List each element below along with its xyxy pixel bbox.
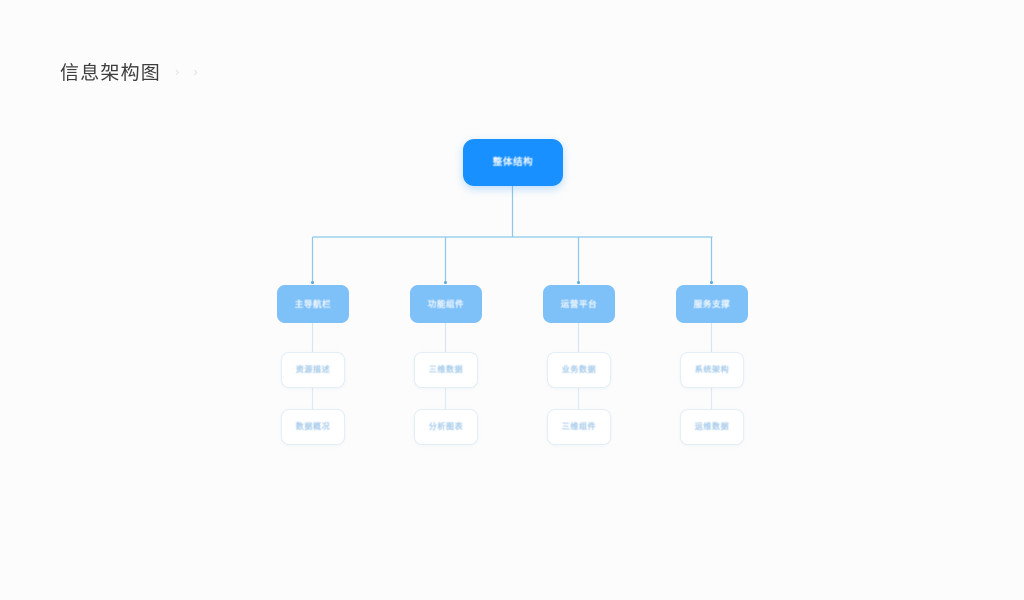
node-branch-4-label: 服务支撑 [693,298,731,309]
breadcrumb-chevron-icon-2: › [193,64,198,79]
breadcrumb-chevron-icon-1: › [175,64,180,79]
node-branch-1-label: 主导航栏 [294,298,332,309]
node-branch-4-child-1-label: 系统架构 [694,365,730,375]
node-branch-3-child-2[interactable]: 三维组件 [547,409,611,445]
node-branch-3-child-1[interactable]: 业务数据 [547,352,611,388]
junction-dot-icon-2 [444,281,447,284]
node-branch-4-child-1[interactable]: 系统架构 [680,352,744,388]
node-root[interactable]: 整体结构 [463,139,563,186]
node-branch-3-child-2-label: 三维组件 [561,422,597,432]
page-header: 信息架构图 › › [60,58,198,85]
junction-dot-icon-1 [311,281,314,284]
node-root-label: 整体结构 [492,156,534,168]
junction-dot-icon-4 [710,281,713,284]
node-branch-1-child-2-label: 数据概况 [295,422,331,432]
node-branch-4-child-2[interactable]: 运维数据 [680,409,744,445]
page-title: 信息架构图 [60,63,162,84]
node-branch-4[interactable]: 服务支撑 [676,285,748,323]
node-branch-4-child-2-label: 运维数据 [694,422,730,432]
node-branch-2-child-2-label: 分析图表 [428,422,464,432]
node-branch-1-child-1-label: 资源描述 [295,365,331,375]
node-branch-2-child-1[interactable]: 三维数据 [414,352,478,388]
node-branch-1-child-2[interactable]: 数据概况 [281,409,345,445]
node-branch-2-child-2[interactable]: 分析图表 [414,409,478,445]
node-branch-3-child-1-label: 业务数据 [561,365,597,375]
node-branch-2-label: 功能组件 [427,298,465,309]
node-branch-2[interactable]: 功能组件 [410,285,482,323]
junction-dot-icon-3 [577,281,580,284]
node-branch-1-child-1[interactable]: 资源描述 [281,352,345,388]
node-branch-3[interactable]: 运营平台 [543,285,615,323]
node-branch-1[interactable]: 主导航栏 [277,285,349,323]
node-branch-3-label: 运营平台 [560,298,598,309]
node-branch-2-child-1-label: 三维数据 [428,365,464,375]
